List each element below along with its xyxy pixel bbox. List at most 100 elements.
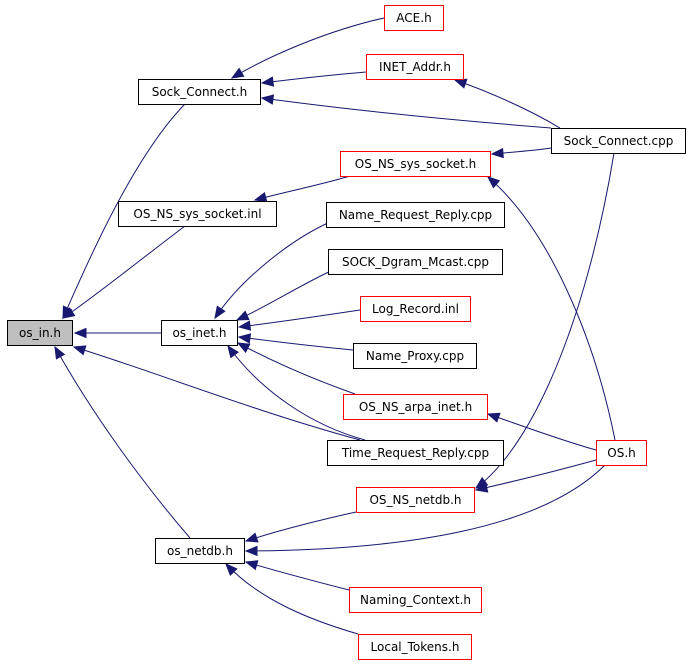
- node-label: Log_Record.inl: [372, 302, 459, 316]
- node-sock-connect-cpp[interactable]: Sock_Connect.cpp: [551, 128, 686, 154]
- node-box: [356, 487, 475, 513]
- node-box: [343, 394, 488, 420]
- node-label: Naming_Context.h: [360, 593, 471, 607]
- edge-local_tokens-to-os_netdb: [225, 563, 359, 635]
- edge-line: [231, 17, 385, 79]
- edge-sock_connect_cpp-to-sock_connect_h: [260, 94, 552, 129]
- edge-os_h-to-os_ns_arpa_inet: [486, 412, 597, 451]
- edge-line: [54, 346, 191, 539]
- nodes-layer: os_in.h Sock_Connect.hOS_NS_sys_socket.in…: [7, 5, 686, 660]
- node-label: INET_Addr.h: [379, 60, 451, 74]
- node-label: Time_Request_Reply.cpp: [341, 446, 489, 460]
- edge-line: [245, 511, 357, 542]
- node-os-h[interactable]: OS.h: [596, 440, 647, 466]
- edges-layer: [54, 17, 616, 635]
- edge-os_ns_sys_socket_inl-to-os_in: [61, 225, 186, 319]
- node-label: SOCK_Dgram_Mcast.cpp: [342, 255, 489, 269]
- arrowhead-icon: [253, 191, 268, 203]
- node-label: ACE.h: [396, 11, 431, 25]
- arrowhead-icon: [453, 78, 468, 89]
- arrowhead-icon: [72, 345, 87, 356]
- arrowhead-icon: [237, 333, 252, 344]
- edge-inet_addr-to-sock_connect_h: [260, 71, 367, 87]
- edge-time_request_reply-to-os_inet: [227, 344, 366, 441]
- node-box: [326, 202, 505, 228]
- node-ace[interactable]: ACE.h: [384, 5, 444, 31]
- node-label: Sock_Connect.h: [152, 85, 248, 99]
- arrowhead-icon: [474, 482, 489, 493]
- edge-ace-to-sock_connect_h: [230, 17, 385, 79]
- node-label: os_inet.h: [172, 326, 226, 340]
- node-os-ns-arpa-inet[interactable]: OS_NS_arpa_inet.h: [343, 394, 488, 420]
- node-box: [353, 343, 477, 369]
- node-naming-context[interactable]: Naming_Context.h: [349, 587, 482, 613]
- arrowhead-icon: [214, 305, 226, 320]
- node-os-in[interactable]: os_in.h: [7, 320, 73, 346]
- edge-line: [236, 268, 336, 321]
- edge-os_h-to-os_netdb: [244, 464, 606, 557]
- edge-line: [261, 71, 367, 84]
- edge-os_ns_arpa_inet-to-os_inet: [236, 342, 356, 395]
- node-sock-connect-h[interactable]: Sock_Connect.h: [138, 79, 261, 105]
- edge-line: [238, 309, 361, 328]
- edge-log_record-to-os_inet: [237, 309, 361, 331]
- edge-line: [487, 176, 616, 441]
- arrowhead-icon: [486, 412, 501, 423]
- arrowhead-icon: [490, 147, 504, 159]
- arrowhead-icon: [487, 176, 501, 189]
- node-os-ns-sys-socket-inl[interactable]: OS_NS_sys_socket.inl: [118, 201, 277, 227]
- node-local-tokens[interactable]: Local_Tokens.h: [358, 634, 472, 660]
- node-box: [327, 440, 504, 466]
- edge-line: [254, 175, 351, 201]
- edge-time_request_reply-to-os_in: [72, 345, 361, 441]
- arrowhead-icon: [235, 310, 250, 321]
- node-box: [366, 54, 464, 80]
- node-label: OS_NS_arpa_inet.h: [359, 400, 472, 414]
- arrowhead-icon: [225, 563, 238, 576]
- edge-line: [475, 459, 597, 491]
- edge-line: [454, 79, 561, 129]
- edge-os_h-to-os_ns_sys_socket_h: [487, 176, 616, 441]
- node-os-ns-sys-socket-h[interactable]: OS_NS_sys_socket.h: [340, 151, 491, 177]
- node-os-inet[interactable]: os_inet.h: [161, 320, 238, 346]
- edge-sock_dgram_mcast-to-os_inet: [235, 268, 336, 321]
- node-box: [118, 201, 277, 227]
- edge-line: [237, 342, 356, 395]
- node-time-request-reply[interactable]: Time_Request_Reply.cpp: [327, 440, 504, 466]
- node-label: OS_NS_sys_socket.h: [355, 157, 476, 171]
- node-box: [551, 128, 686, 154]
- node-box: [7, 320, 73, 346]
- node-box: [384, 5, 444, 31]
- node-label: Name_Proxy.cpp: [366, 349, 464, 363]
- edge-line: [487, 413, 597, 451]
- node-label: Name_Request_Reply.cpp: [339, 208, 492, 222]
- edge-line: [227, 345, 366, 441]
- node-os-netdb[interactable]: os_netdb.h: [155, 538, 245, 564]
- edge-os_ns_netdb-to-os_netdb: [244, 511, 357, 543]
- arrowhead-icon: [73, 327, 87, 339]
- node-name-request-reply[interactable]: Name_Request_Reply.cpp: [326, 202, 505, 228]
- arrowhead-icon: [260, 76, 275, 87]
- node-name-proxy[interactable]: Name_Proxy.cpp: [353, 343, 477, 369]
- node-inet-addr[interactable]: INET_Addr.h: [366, 54, 464, 80]
- edge-line: [62, 103, 186, 319]
- node-sock-dgram-mcast[interactable]: SOCK_Dgram_Mcast.cpp: [328, 249, 503, 275]
- arrowhead-icon: [244, 560, 259, 571]
- node-label: OS.h: [607, 446, 635, 460]
- node-box: [596, 440, 647, 466]
- edge-line: [238, 336, 354, 351]
- node-os-ns-netdb[interactable]: OS_NS_netdb.h: [356, 487, 475, 513]
- node-label: OS_NS_netdb.h: [369, 493, 461, 507]
- arrowhead-icon: [237, 320, 252, 331]
- edge-line: [62, 225, 186, 319]
- edge-line: [214, 221, 331, 319]
- edge-line: [261, 97, 552, 129]
- node-label: Local_Tokens.h: [371, 640, 460, 654]
- edge-line: [245, 561, 350, 591]
- node-box: [138, 79, 261, 105]
- edge-os_netdb-to-os_in: [54, 345, 191, 539]
- edge-naming_context-to-os_netdb: [244, 560, 350, 591]
- node-label: Sock_Connect.cpp: [564, 134, 674, 148]
- node-log-record[interactable]: Log_Record.inl: [360, 296, 471, 322]
